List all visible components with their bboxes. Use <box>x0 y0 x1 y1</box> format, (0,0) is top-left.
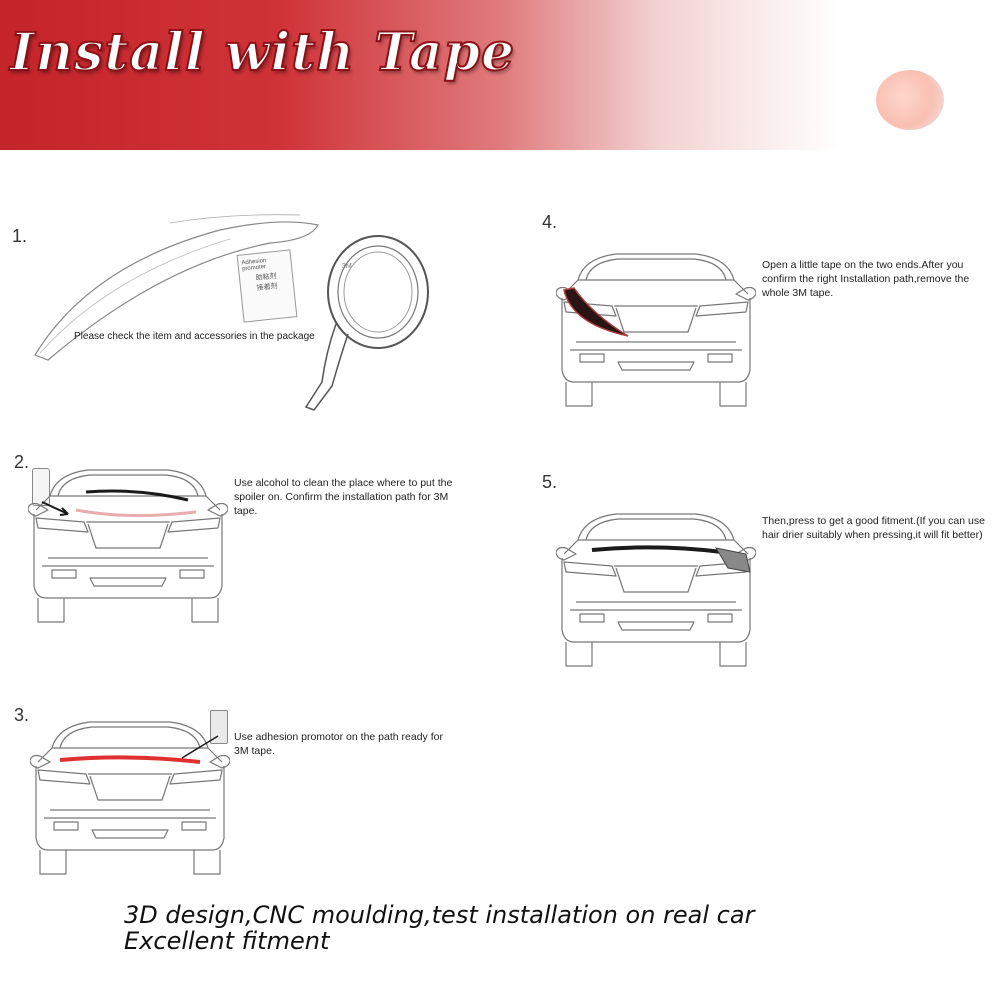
step-1-number: 1. <box>12 226 28 246</box>
step-4-car-figure <box>556 253 756 407</box>
promoter-can <box>210 710 228 744</box>
step-1-spoiler-figure <box>34 214 319 361</box>
step-1-caption: Please check the item and accessories in… <box>74 331 315 342</box>
step-2-number: 2. <box>14 452 30 472</box>
banner-title: Install with Tape <box>9 21 516 84</box>
footer-line-1: 3D design,CNC moulding,test installation… <box>124 901 755 929</box>
step-4-text: Open a little tape on the two ends.After… <box>762 259 970 299</box>
adhesion-promoter-packet: Adhesion promoter 助粘剂 接着剂 <box>236 249 298 323</box>
step-3-number: 3. <box>14 705 30 725</box>
tape-roll-figure: 3M <box>304 235 429 411</box>
step-5-text: Then,press to get a good fitment.(If you… <box>762 515 985 541</box>
header-banner <box>0 0 1001 150</box>
step-2-car-figure <box>28 469 228 623</box>
tape-label: 3M <box>342 263 352 270</box>
step-5-number: 5. <box>542 472 558 492</box>
step-4-number: 4. <box>542 212 558 232</box>
step-5-car-figure <box>556 513 756 667</box>
step-3-text: Use adhesion promotor on the path ready … <box>234 731 443 757</box>
step-3-car-figure <box>30 721 230 875</box>
tape-roll-photo <box>876 70 944 130</box>
footer-line-2: Excellent fitment <box>124 927 330 955</box>
step-2-text: Use alcohol to clean the place where to … <box>234 477 453 517</box>
